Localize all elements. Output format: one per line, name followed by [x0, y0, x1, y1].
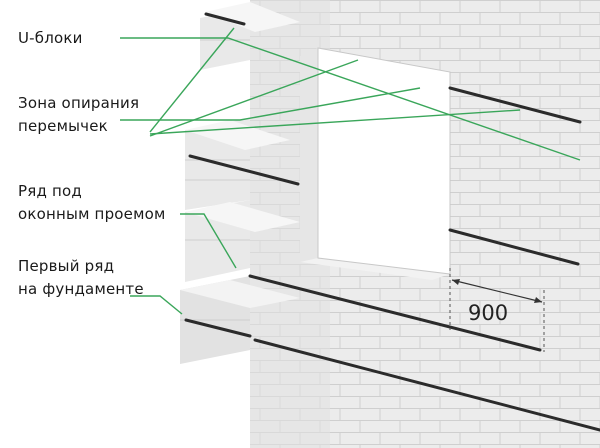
label-first-row-line1: Первый ряд	[18, 257, 115, 275]
label-u-blocks: U-блоки	[18, 29, 83, 47]
rebar-row-3	[253, 338, 600, 432]
rebar-row-2	[184, 318, 252, 338]
leader-support-zone-c	[149, 59, 359, 137]
leader-under-window	[180, 213, 237, 269]
dimension-label: 900	[468, 301, 508, 325]
rebar-top-right	[448, 86, 582, 124]
leader-lines	[120, 27, 581, 315]
rebars	[184, 12, 600, 432]
label-support-zone-line1: Зона опирания	[18, 94, 140, 112]
rebar-under-window	[448, 228, 580, 266]
label-first-row-line2: на фундаменте	[18, 280, 144, 298]
leader-first-row	[130, 295, 183, 315]
label-under-window-line2: оконным проемом	[18, 205, 166, 223]
rebar-row-1	[248, 274, 542, 352]
dimension-900: 900	[449, 268, 545, 352]
label-under-window-line1: Ряд под	[18, 182, 82, 200]
leader-support-zone-b	[149, 109, 521, 135]
leader-u-blocks	[120, 37, 581, 161]
leader-support-zone-a	[149, 27, 235, 133]
rebar-top-left	[204, 12, 246, 26]
window-opening	[300, 47, 451, 280]
label-support-zone-line2: перемычек	[18, 117, 108, 135]
rebar-mid-left	[188, 154, 300, 186]
